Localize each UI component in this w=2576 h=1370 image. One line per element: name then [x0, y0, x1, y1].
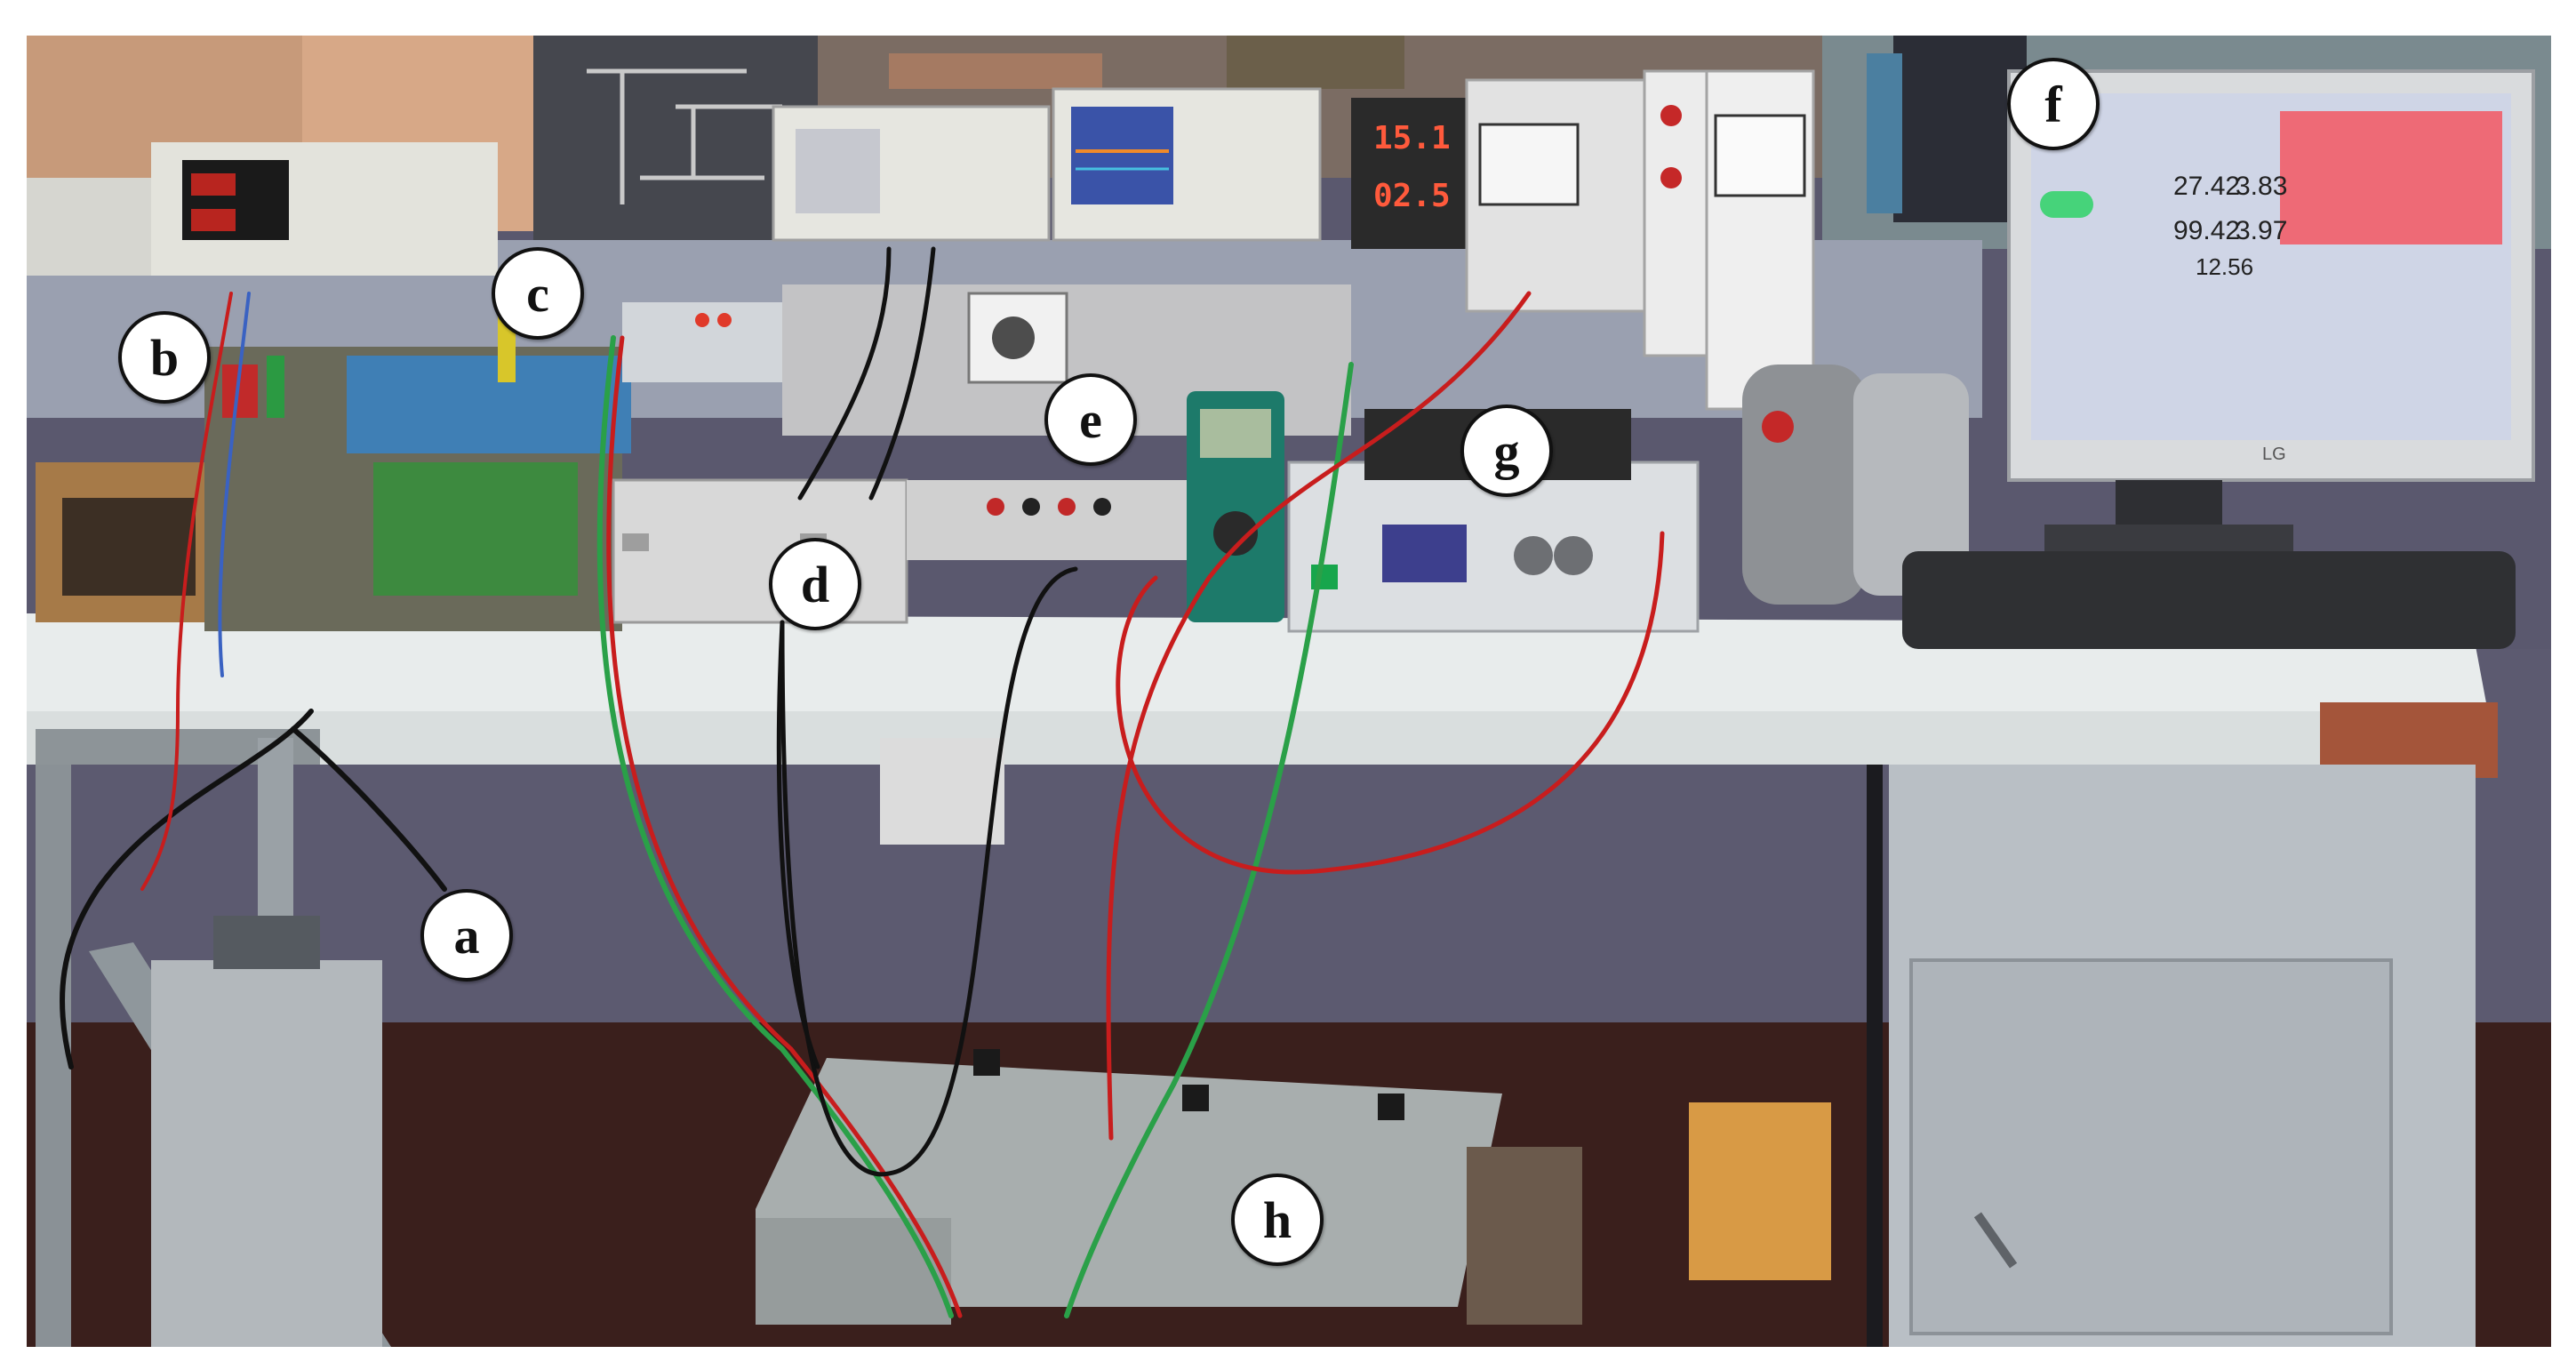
psu-voltage-readout: 15.1 — [1373, 120, 1451, 156]
oscilloscopes — [772, 87, 1322, 242]
label-e: e — [1044, 373, 1137, 466]
rectifier-panel — [1465, 69, 1815, 411]
label-d: d — [769, 538, 861, 630]
pc-monitor — [2007, 69, 2535, 551]
dc-power-supplies — [27, 142, 498, 276]
rheostats — [1742, 365, 1969, 605]
keyboard — [1902, 551, 2516, 649]
multimeter — [1187, 391, 1284, 622]
label-g: g — [1460, 405, 1553, 497]
wiring — [60, 246, 1665, 1318]
workbench — [27, 613, 2498, 1347]
monitor-value-5: 12.56 — [2196, 253, 2254, 280]
label-f: f — [2007, 58, 2100, 150]
label-a: a — [420, 889, 513, 981]
monitor-brand-logo: LG — [2262, 445, 2286, 464]
label-b: b — [118, 311, 211, 404]
terminal-board-e — [907, 480, 1191, 560]
converter-boards — [204, 302, 853, 631]
monitor-value-2: 3.83 — [2236, 172, 2288, 201]
electronic-load-g — [1287, 409, 1700, 633]
monitor-value-1: 27.42 — [2173, 172, 2241, 201]
monitor-value-3: 99.42 — [2173, 216, 2241, 245]
label-h: h — [1231, 1174, 1324, 1266]
bench-psu — [1351, 98, 1476, 249]
label-c: c — [492, 247, 584, 340]
monitor-value-4: 3.97 — [2236, 216, 2288, 245]
interface-box-d — [612, 478, 908, 624]
transformer-stand — [36, 729, 391, 1347]
psu-current-readout: 02.5 — [1373, 178, 1451, 214]
